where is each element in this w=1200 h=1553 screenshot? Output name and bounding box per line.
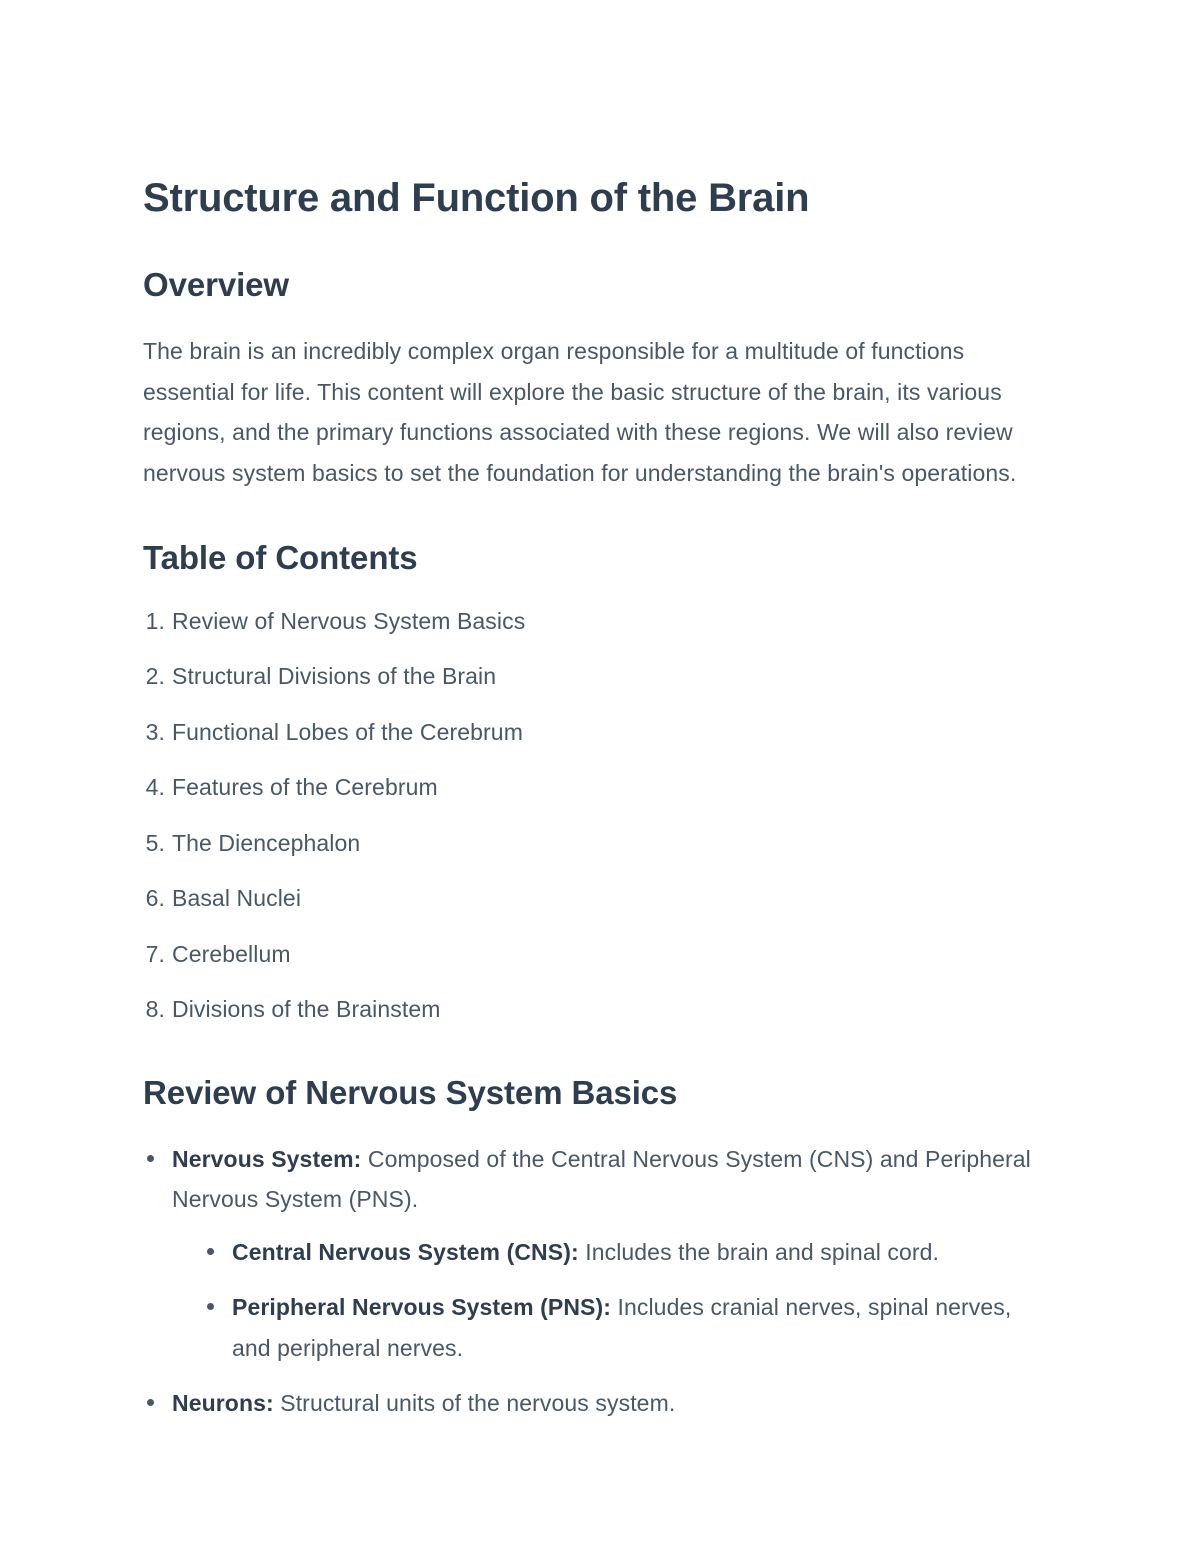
toc-item-label: Review of Nervous System Basics — [172, 607, 526, 634]
toc-item-label: Features of the Cerebrum — [172, 774, 438, 801]
bullet-item-nervous-system: Nervous System: Composed of the Central … — [143, 1139, 1035, 1370]
section-heading-overview: Overview — [143, 266, 289, 303]
nervous-system-sub-bullet-list: Central Nervous System (CNS): Includes t… — [172, 1232, 1035, 1369]
toc-item[interactable]: 4. Features of the Cerebrum — [143, 770, 1035, 805]
toc-item-number: 7. — [145, 940, 165, 967]
toc-item-number: 3. — [145, 718, 165, 745]
toc-item-label: Divisions of the Brainstem — [172, 996, 441, 1023]
bullet-text: Structural units of the nervous system. — [273, 1390, 676, 1417]
toc-item-label: Basal Nuclei — [172, 885, 302, 912]
toc-item[interactable]: 3. Functional Lobes of the Cerebrum — [143, 715, 1035, 750]
page-title: Structure and Function of the Brain — [143, 176, 810, 220]
sub-bullet-item-pns: Peripheral Nervous System (PNS): Include… — [203, 1287, 1035, 1369]
section-heading-table-of-contents: Table of Contents — [143, 539, 418, 577]
toc-item[interactable]: 8. Divisions of the Brainstem — [143, 992, 1035, 1027]
toc-item[interactable]: 2. Structural Divisions of the Brain — [143, 659, 1035, 694]
toc-item[interactable]: 6. Basal Nuclei — [143, 881, 1035, 916]
toc-item-label: The Diencephalon — [172, 829, 361, 856]
sub-bullet-term: Central Nervous System (CNS): — [232, 1239, 579, 1266]
bullet-item-neurons: Neurons: Structural units of the nervous… — [143, 1383, 1035, 1424]
toc-item[interactable]: 1. Review of Nervous System Basics — [143, 604, 1035, 639]
toc-item-number: 4. — [145, 774, 165, 801]
bullet-term: Nervous System: — [172, 1145, 362, 1172]
sub-bullet-term: Peripheral Nervous System (PNS): — [232, 1294, 611, 1321]
bullet-text: Composed of the Central Nervous System (… — [172, 1145, 1031, 1213]
sub-bullet-text: Includes cranial nerves, spinal nerves, … — [232, 1294, 1012, 1362]
toc-item-number: 1. — [145, 607, 165, 634]
toc-item[interactable]: 7. Cerebellum — [143, 937, 1035, 972]
toc-item-label: Functional Lobes of the Cerebrum — [172, 718, 523, 745]
toc-item-number: 5. — [145, 829, 165, 856]
sub-bullet-item-cns: Central Nervous System (CNS): Includes t… — [203, 1232, 1035, 1273]
toc-item[interactable]: 5. The Diencephalon — [143, 826, 1035, 861]
toc-item-number: 6. — [145, 885, 165, 912]
toc-item-label: Structural Divisions of the Brain — [172, 663, 497, 690]
toc-item-number: 2. — [145, 663, 165, 690]
bullet-term: Neurons: — [172, 1390, 274, 1417]
overview-paragraph: The brain is an incredibly complex organ… — [143, 337, 1017, 487]
section-heading-review-of-nervous-system-basics: Review of Nervous System Basics — [143, 1073, 678, 1111]
table-of-contents-list: 1. Review of Nervous System Basics 2. St… — [143, 604, 1035, 1027]
sub-bullet-text: Includes the brain and spinal cord. — [578, 1239, 940, 1266]
nervous-system-bullet-list: Nervous System: Composed of the Central … — [143, 1139, 1035, 1425]
toc-item-label: Cerebellum — [172, 940, 291, 967]
toc-item-number: 8. — [145, 996, 165, 1023]
